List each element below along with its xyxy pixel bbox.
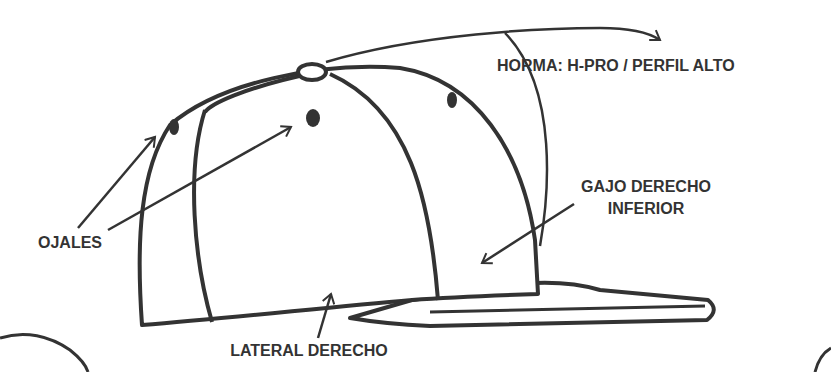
- edge-curve: [815, 348, 831, 372]
- leader-line: [326, 28, 660, 62]
- eyelet: [169, 119, 179, 135]
- shape-label: HORMA: H-PRO / PERFIL ALTO: [497, 55, 735, 77]
- edge-curve: [0, 334, 88, 372]
- top-button: [298, 64, 326, 80]
- leader-line: [108, 127, 291, 230]
- part-label: LATERAL DERECHO: [230, 340, 388, 362]
- leader-line: [482, 204, 574, 263]
- brim-edge: [430, 306, 705, 312]
- leader-line: [78, 137, 155, 228]
- panel-seam: [194, 110, 212, 322]
- eyelet: [306, 109, 320, 127]
- panel-seam: [330, 74, 438, 300]
- leader-line: [318, 294, 331, 338]
- cap-crown: [140, 67, 538, 325]
- part-label: GAJO DERECHO INFERIOR: [566, 176, 726, 220]
- eyelet: [447, 92, 457, 108]
- part-label: OJALES: [38, 232, 102, 254]
